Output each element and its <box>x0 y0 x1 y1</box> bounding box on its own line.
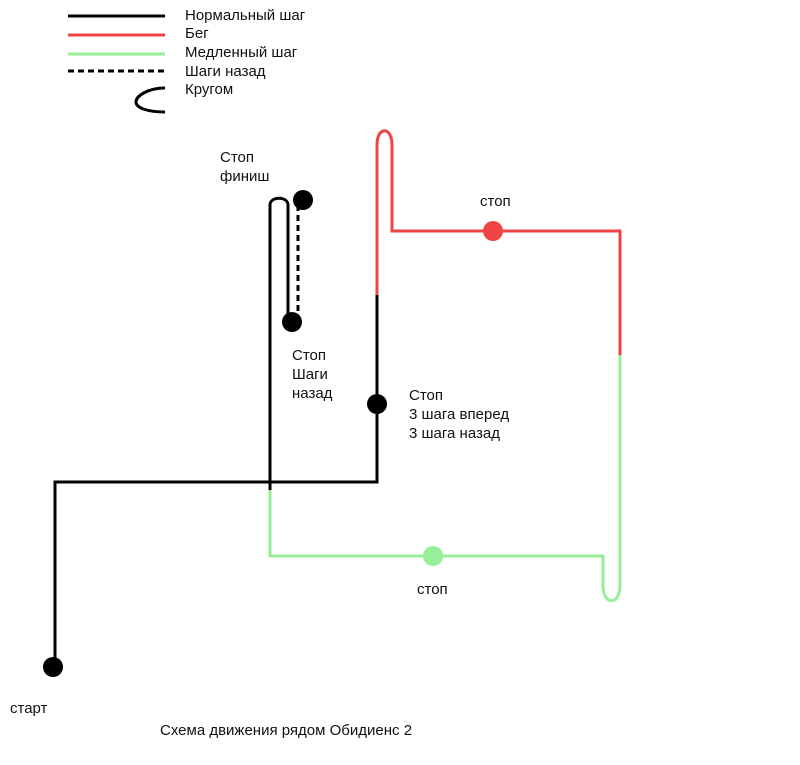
stop-point-back <box>282 312 302 332</box>
legend-swatch-turn <box>134 86 166 114</box>
legend-label-run: Бег <box>185 25 209 42</box>
path-slow <box>268 355 622 603</box>
diagram-caption: Схема движения рядом Обидиенс 2 <box>160 722 413 739</box>
legend-label-turn: Кругом <box>185 81 234 98</box>
label-stop-back: Стоп Шаги назад <box>292 347 333 402</box>
stop-point-finish <box>293 190 313 210</box>
start-point <box>43 657 63 677</box>
label-stop-run: стоп <box>480 193 511 210</box>
legend-label-slow: Медленный шаг <box>185 44 298 61</box>
path-normal-start <box>53 295 379 668</box>
path-normal-finish <box>268 196 290 490</box>
label-stop-slow: стоп <box>417 581 448 598</box>
path-run <box>375 129 622 355</box>
label-stop-steps: Стоп 3 шага вперед 3 шага назад <box>409 387 510 442</box>
label-stop-finish: Стоп финиш <box>220 149 270 185</box>
stop-point-run <box>483 221 503 241</box>
legend-label-normal: Нормальный шаг <box>185 7 306 24</box>
legend-label-back: Шаги назад <box>185 63 266 80</box>
stop-point-slow <box>423 546 443 566</box>
label-start: старт <box>10 700 48 717</box>
stop-point-steps <box>367 394 387 414</box>
